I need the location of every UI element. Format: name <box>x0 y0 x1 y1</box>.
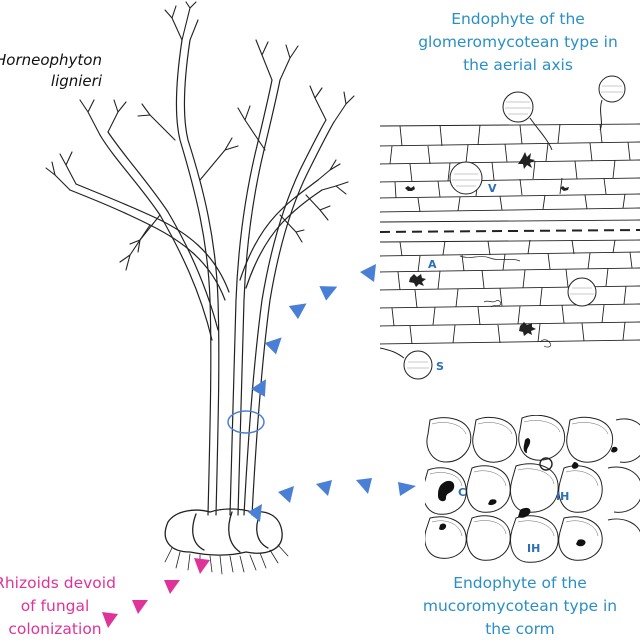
plant-rhizoids <box>164 544 289 575</box>
arrow-corm-icon <box>248 478 416 522</box>
aerial-axis-caption: Endophyte of the glomeromycotean type in… <box>398 8 638 77</box>
plant-corm <box>164 508 283 556</box>
aerial-arbuscules <box>405 152 569 336</box>
arrow-aerial-axis-icon <box>251 264 376 397</box>
spore-1 <box>502 91 534 123</box>
corm-caption: Endophyte of the mucoromycotean type in … <box>400 572 640 641</box>
plant-illustration <box>45 1 355 575</box>
species-name: Horneophyton lignieri <box>0 50 102 92</box>
corm-caption-line1: Endophyte of the <box>453 574 587 592</box>
spore-4 <box>567 277 597 307</box>
aerial-caption-line1: Endophyte of the <box>451 10 585 28</box>
aerial-hyphae <box>459 255 552 348</box>
label-v: V <box>488 182 497 195</box>
spore-2 <box>598 75 626 103</box>
species-name-epithet: lignieri <box>50 72 102 90</box>
aerial-axis-section <box>379 123 640 348</box>
label-a: A <box>428 258 437 271</box>
rhizoid-caption-line2: of fungal <box>20 597 90 615</box>
plant-branch-tips <box>45 1 355 271</box>
spore-5 <box>403 350 433 380</box>
plant-stems <box>69 39 335 516</box>
label-c: C <box>458 486 466 499</box>
corm-section <box>425 415 640 563</box>
aerial-caption-line2: glomeromycotean type in <box>418 33 618 51</box>
aerial-caption-line3: the aerial axis <box>463 56 573 74</box>
corm-caption-line3: the corm <box>485 620 555 638</box>
spore-3 <box>449 161 483 195</box>
corm-hyphae <box>438 438 618 547</box>
rhizoid-caption-line3: colonization <box>8 620 102 638</box>
rhizoid-caption: Rhizoids devoid of fungal colonization <box>0 572 140 641</box>
label-ih-2: IH <box>527 542 540 555</box>
selection-ellipse-icon <box>227 410 265 434</box>
rhizoid-caption-line1: Rhizoids devoid <box>0 574 116 592</box>
aerial-spores <box>379 75 626 380</box>
label-s: S <box>436 360 444 373</box>
species-name-genus: Horneophyton <box>0 51 102 69</box>
corm-cell-walls <box>429 420 609 537</box>
corm-caption-line2: mucoromycotean type in <box>422 597 618 615</box>
label-ih-1: IH <box>556 490 569 503</box>
arrow-rhizoids-icon <box>102 558 210 628</box>
